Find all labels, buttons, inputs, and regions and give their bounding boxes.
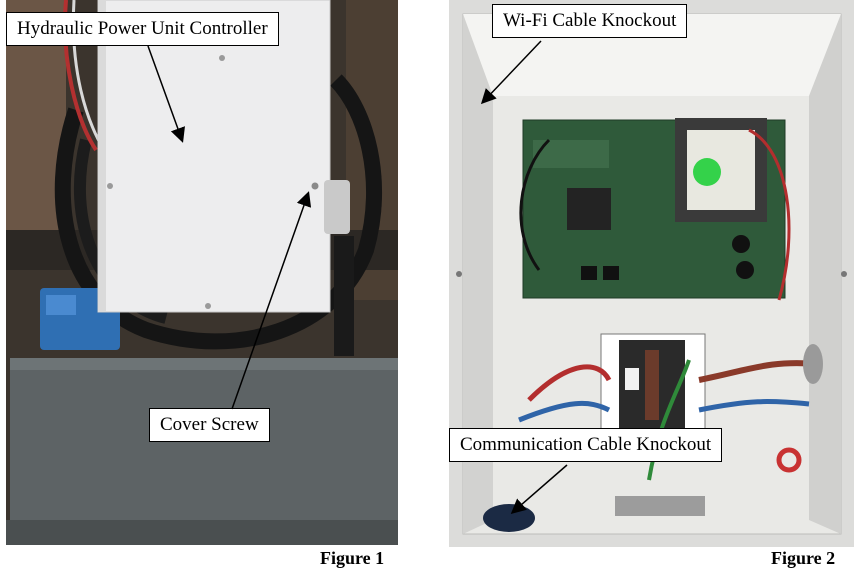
figure-1-photo: Hydraulic Power Unit Controller Cover Sc… (6, 0, 398, 545)
callout-cover-screw: Cover Screw (149, 408, 270, 442)
leader-line-controller (147, 45, 185, 143)
figure-2-leader-lines (480, 40, 568, 514)
leader-line-communication (510, 464, 568, 514)
callout-communication-knockout: Communication Cable Knockout (449, 428, 723, 462)
callout-controller: Hydraulic Power Unit Controller (6, 12, 279, 46)
leader-line-wifi (480, 40, 542, 105)
leader-line-cover-screw (231, 191, 312, 410)
figure-2-caption: Figure 2 (771, 548, 836, 568)
callout-wifi-knockout: Wi-Fi Cable Knockout (492, 4, 688, 38)
figure-2-photo: Wi-Fi Cable Knockout Communication Cable… (449, 0, 854, 547)
figure-1-leader-lines (147, 45, 312, 410)
figure-1-caption: Figure 1 (320, 548, 385, 568)
